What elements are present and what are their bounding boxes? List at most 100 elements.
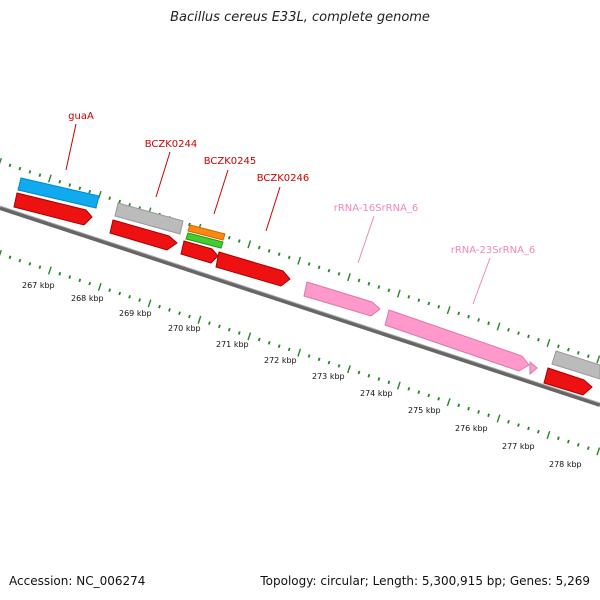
tick-mark xyxy=(257,337,261,342)
feature-guaA-blue[interactable] xyxy=(17,177,100,209)
genome-backbone xyxy=(0,206,600,407)
tick-mark xyxy=(517,331,520,335)
tick-mark xyxy=(396,381,401,390)
tick-mark xyxy=(47,174,52,183)
tick-mark xyxy=(28,170,32,174)
feature-BCZK0245-green[interactable] xyxy=(185,232,224,249)
leader-BCZK0245 xyxy=(213,169,229,215)
feature-guaA-cds[interactable] xyxy=(13,192,93,226)
tick-mark xyxy=(277,252,281,256)
tick-mark xyxy=(218,324,221,329)
tick-mark xyxy=(446,398,451,407)
tick-mark xyxy=(227,235,231,240)
tick-mark xyxy=(446,306,451,315)
tick-label: 277 kbp xyxy=(502,442,535,451)
tick-mark xyxy=(108,288,112,292)
feature-small-rna[interactable] xyxy=(529,360,538,376)
inner-tick-ring xyxy=(0,249,600,456)
leader-rRNA-23S xyxy=(472,257,491,305)
leader-BCZK0246 xyxy=(265,186,281,232)
tick-mark xyxy=(337,272,341,276)
feature-rRNA-23S[interactable] xyxy=(384,309,530,372)
tick-mark xyxy=(347,365,351,374)
tick-mark xyxy=(18,166,22,171)
tick-mark xyxy=(118,199,122,204)
tick-mark xyxy=(546,430,551,440)
tick-label: 269 kbp xyxy=(119,309,152,318)
feature-rRNA-16S[interactable] xyxy=(303,281,381,317)
tick-mark xyxy=(227,327,231,332)
feature-BCZK0244-grey[interactable] xyxy=(114,202,184,235)
tick-mark xyxy=(158,304,161,309)
tick-mark xyxy=(178,311,181,315)
tick-mark xyxy=(58,271,62,276)
tick-mark xyxy=(337,364,341,368)
tick-mark xyxy=(108,196,112,200)
tick-mark xyxy=(8,163,12,168)
feature-BCZK0245-cds[interactable] xyxy=(180,240,219,264)
outer-tick-ring xyxy=(0,157,600,364)
tick-label: 273 kbp xyxy=(312,372,345,381)
tick-label: 275 kbp xyxy=(408,406,441,415)
tick-mark xyxy=(327,360,331,365)
label-BCZK0245: BCZK0245 xyxy=(204,156,257,167)
genome-summary-text: Topology: circular; Length: 5,300,915 bp… xyxy=(260,574,590,588)
label-rRNA-23S: rRNA-23SrRNA_6 xyxy=(451,245,536,256)
leader-BCZK0244 xyxy=(155,151,171,198)
tick-mark xyxy=(317,357,321,362)
tick-mark xyxy=(257,245,261,250)
tick-mark xyxy=(8,255,12,260)
tick-mark xyxy=(68,275,72,279)
tick-mark xyxy=(576,443,580,447)
tick-mark xyxy=(427,301,431,306)
tick-mark xyxy=(0,157,2,165)
tick-mark xyxy=(188,222,191,227)
tick-mark xyxy=(297,348,302,357)
tick-mark xyxy=(367,281,371,286)
tick-label: 276 kbp xyxy=(455,424,488,433)
leader-guaA xyxy=(65,123,77,171)
tick-mark xyxy=(47,266,52,275)
tick-mark xyxy=(407,295,411,299)
tick-mark xyxy=(68,183,72,187)
tick-mark xyxy=(237,331,241,335)
tick-mark xyxy=(596,447,600,456)
tick-mark xyxy=(197,315,202,324)
tick-mark xyxy=(457,403,461,408)
feature-right-grey[interactable] xyxy=(551,350,600,380)
tick-mark xyxy=(88,281,92,286)
feature-BCZK0246-cds[interactable] xyxy=(215,251,291,287)
tick-mark xyxy=(496,322,501,331)
tick-mark xyxy=(596,355,600,364)
tick-label: 271 kbp xyxy=(216,340,249,349)
tick-mark xyxy=(487,413,490,418)
tick-mark xyxy=(277,344,281,348)
tick-mark xyxy=(0,249,2,257)
tick-mark xyxy=(496,414,501,423)
tick-mark xyxy=(537,337,540,342)
tick-label: 270 kbp xyxy=(168,324,201,333)
tick-mark xyxy=(527,334,530,339)
tick-mark xyxy=(297,256,302,265)
tick-mark xyxy=(357,370,361,375)
feature-right-cds[interactable] xyxy=(543,367,593,396)
tick-mark xyxy=(97,282,102,291)
feature-BCZK0245-orange[interactable] xyxy=(187,224,226,241)
scale-labels: 267 kbp 268 kbp 269 kbp 270 kbp 271 kbp … xyxy=(22,281,582,469)
tick-mark xyxy=(437,397,441,401)
tick-mark xyxy=(58,179,62,184)
tick-mark xyxy=(78,278,82,283)
tick-label: 274 kbp xyxy=(360,389,393,398)
tick-mark xyxy=(347,273,351,282)
tick-mark xyxy=(517,423,520,427)
tick-mark xyxy=(477,318,480,322)
tick-mark xyxy=(327,268,331,273)
tick-mark xyxy=(457,311,461,316)
tick-mark xyxy=(437,305,441,309)
tick-mark xyxy=(138,298,141,302)
map-title: Bacillus cereus E33L, complete genome xyxy=(170,10,430,25)
tick-mark xyxy=(168,308,171,312)
tick-mark xyxy=(427,393,431,398)
feature-BCZK0244-cds[interactable] xyxy=(109,219,178,251)
genome-backbone-highlight xyxy=(0,205,600,404)
